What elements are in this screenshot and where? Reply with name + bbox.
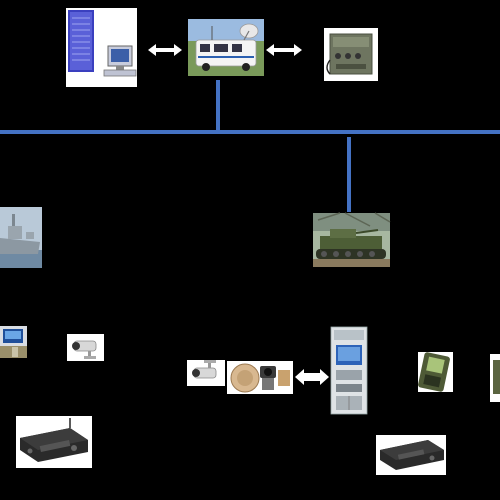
- cctv-camera-icon: [187, 360, 225, 386]
- network-links: [0, 80, 500, 212]
- ship-icon: [0, 207, 42, 268]
- double-arrow-server-van: [148, 44, 182, 56]
- double-arrows: [148, 44, 329, 385]
- cctv-camera-icon: [67, 334, 104, 361]
- rack-radio-icon: [324, 28, 378, 81]
- radio-receiver-icon: [376, 435, 446, 475]
- double-arrow-van-radio: [266, 44, 302, 56]
- double-arrow-speaker-cabinet: [295, 369, 329, 385]
- tank-icon: [313, 212, 391, 267]
- handheld-terminal-icon: [418, 352, 453, 392]
- speaker-camera-icon: [227, 361, 293, 394]
- server-rack-workstation-icon: [66, 8, 137, 87]
- control-cabinet-icon: [330, 326, 368, 415]
- monitor-tower-icon: [0, 326, 27, 358]
- radio-receiver-icon: [16, 416, 92, 468]
- satellite-van-icon: [188, 19, 264, 76]
- handheld-terminal-icon: [490, 354, 500, 402]
